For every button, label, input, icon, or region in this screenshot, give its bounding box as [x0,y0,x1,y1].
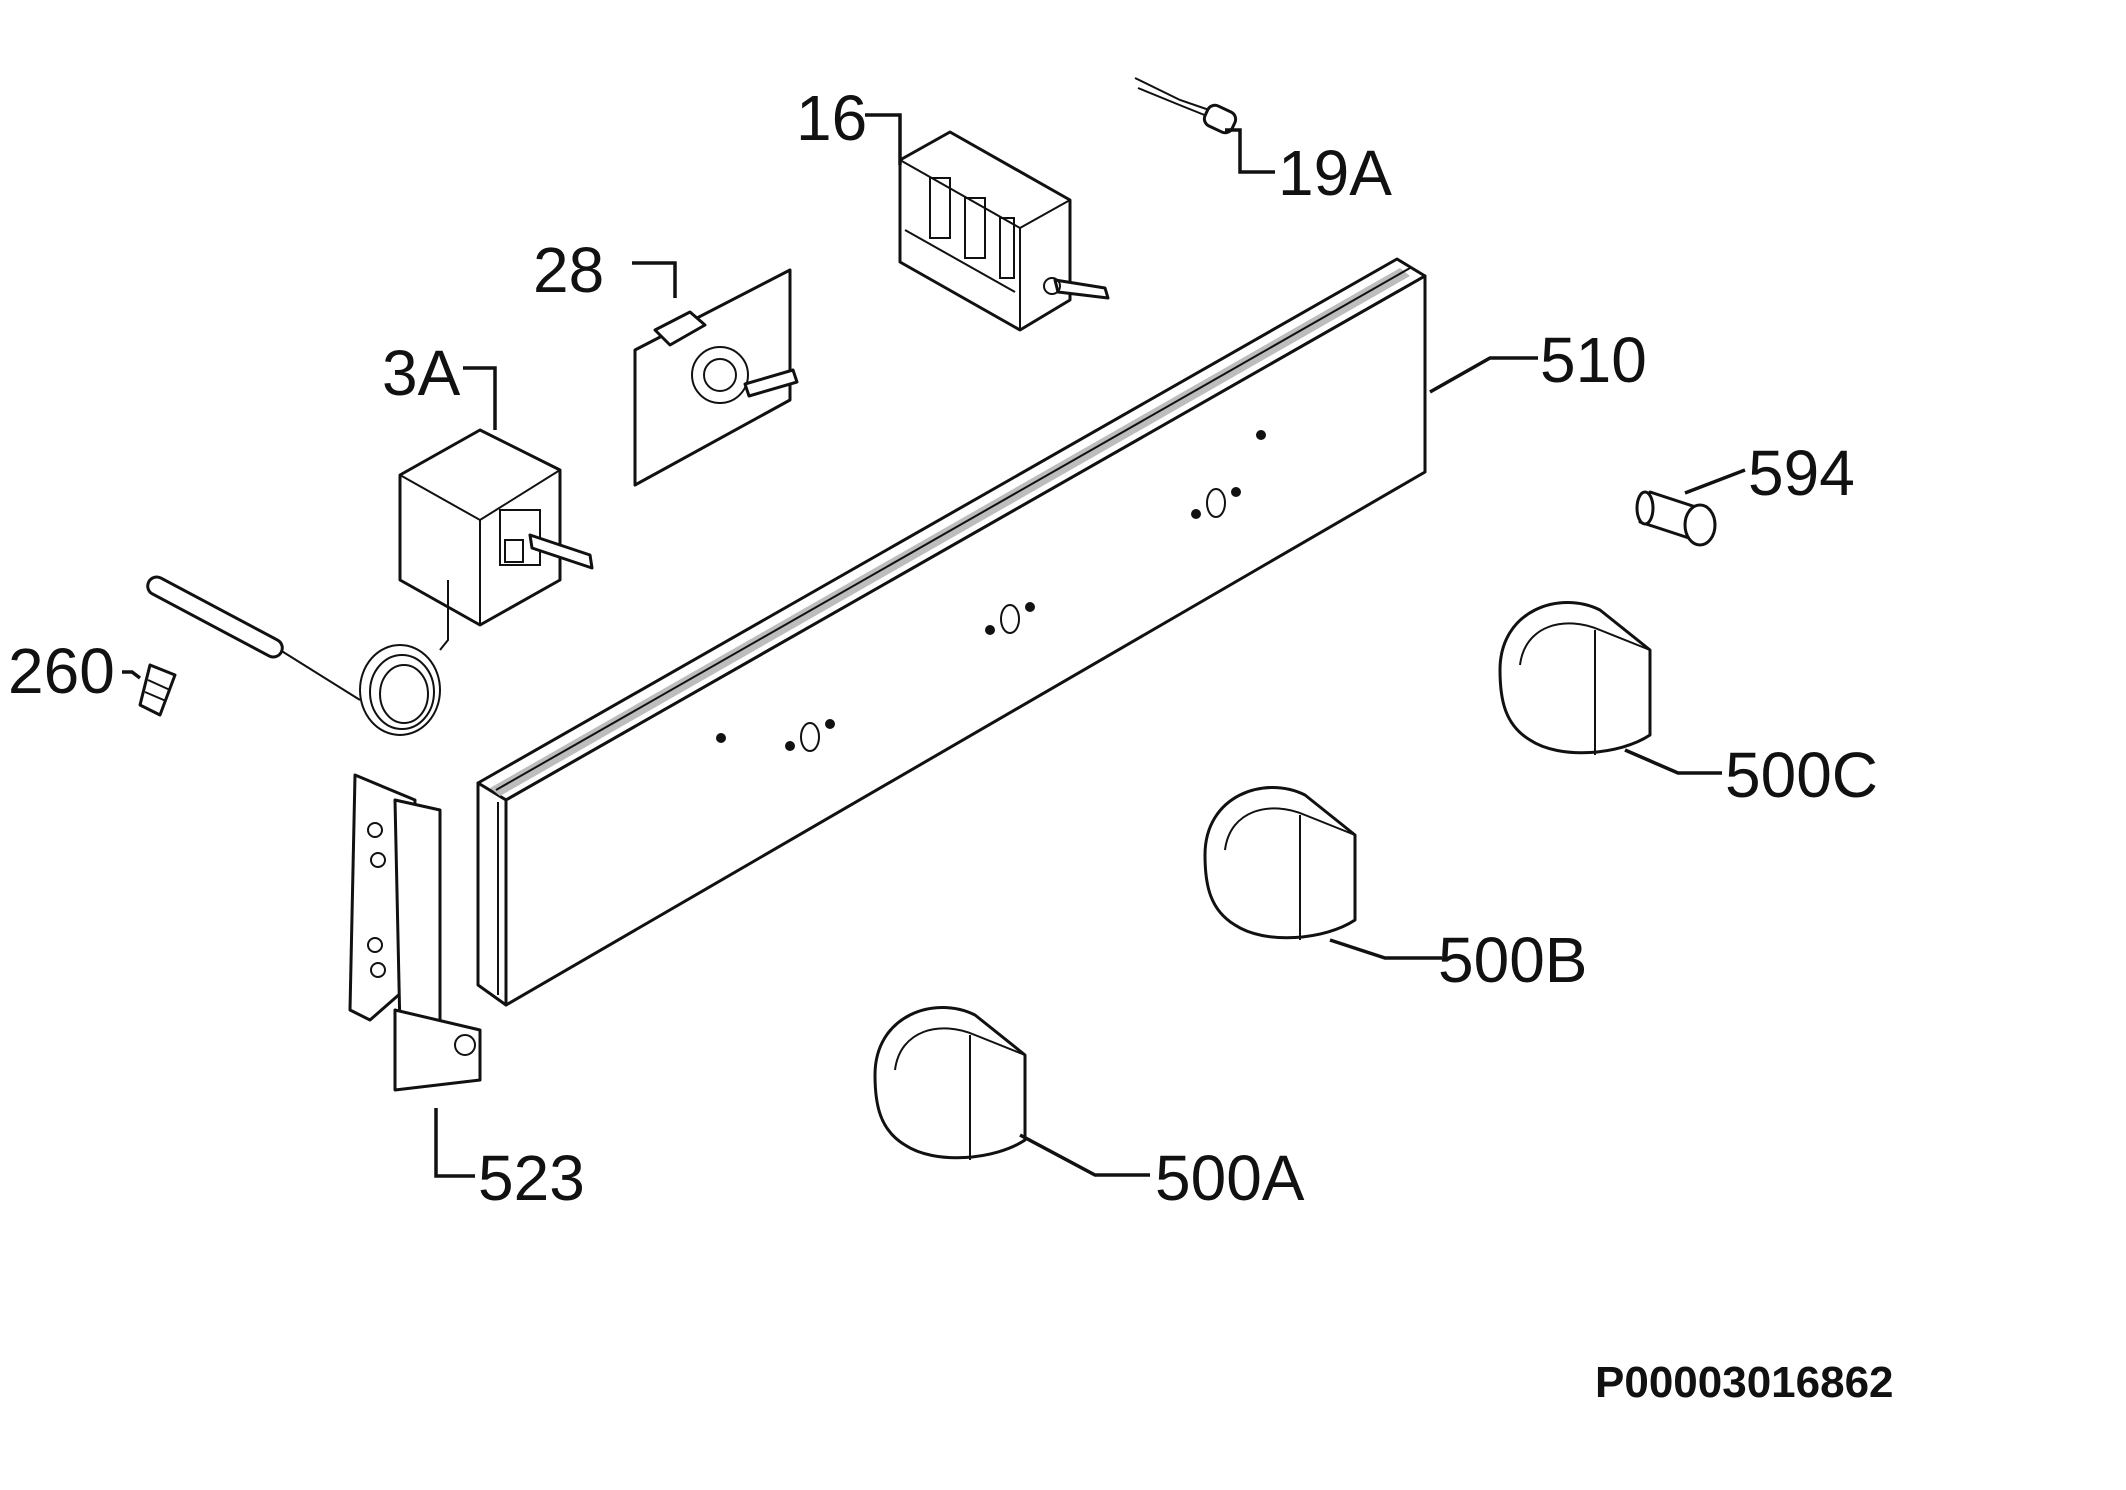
selector-switch-16 [898,130,1110,332]
indicator-lamp-19a [1134,77,1238,135]
label-16: 16 [796,82,867,154]
reference-code: P00003016862 [1595,1358,1894,1407]
label-594: 594 [1748,437,1855,509]
label-260: 260 [8,635,115,707]
bracket-523 [348,773,482,1092]
panel-holes [716,430,1266,752]
label-523: 523 [478,1142,585,1214]
label-500b: 500B [1438,924,1587,996]
part-labels: 16 19A 28 3A 510 594 260 500C 500B 500A … [8,82,1878,1214]
label-3a: 3A [382,337,461,409]
label-28: 28 [533,234,604,306]
knob-500a [873,1006,1027,1160]
leader-lines [122,113,1746,1178]
label-510: 510 [1540,324,1647,396]
label-500a: 500A [1155,1142,1305,1214]
label-500c: 500C [1725,739,1878,811]
knob-500b [1203,786,1357,940]
control-panel-510 [476,257,1427,1007]
thermostat-3a [146,428,594,736]
screw-260 [138,663,177,717]
energy-regulator-28 [633,268,799,487]
indicator-lens-594 [1635,490,1717,547]
knob-500c [1498,601,1652,755]
label-19a: 19A [1278,137,1392,209]
